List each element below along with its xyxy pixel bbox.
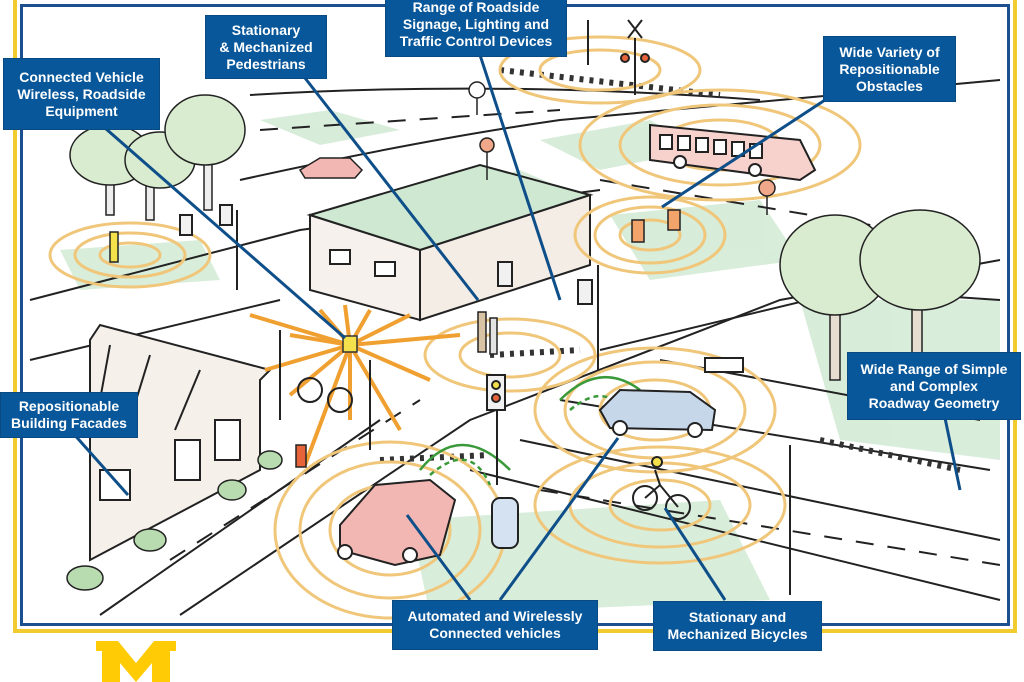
- callout-obstacles: Wide Variety of Repositionable Obstacles: [823, 36, 956, 102]
- callout-line: Repositionable: [839, 60, 940, 77]
- callout-line: Equipment: [45, 102, 118, 119]
- railroad-crossing: [587, 19, 650, 95]
- callout-line: Pedestrians: [226, 55, 306, 72]
- callout-bicycles: Stationary and Mechanized Bicycles: [653, 601, 822, 651]
- callout-building-facades: Repositionable Building Facades: [0, 392, 138, 438]
- distant-red-car: [298, 157, 364, 179]
- fire-hydrant: [295, 444, 307, 468]
- crosswalk: [379, 67, 961, 473]
- callout-line: Roadway Geometry: [868, 394, 1000, 411]
- callout-line: Connected Vehicle: [19, 68, 144, 85]
- callout-line: and Complex: [890, 377, 978, 394]
- callout-pedestrians: Stationary & Mechanized Pedestrians: [205, 15, 327, 79]
- callout-line: Range of Roadside: [412, 0, 540, 15]
- callout-line: Stationary: [231, 21, 301, 38]
- building: [306, 163, 594, 322]
- callout-roadway-geometry: Wide Range of Simple and Complex Roadway…: [847, 352, 1021, 420]
- callout-connected-vehicle-equipment: Connected Vehicle Wireless, Roadside Equ…: [3, 58, 160, 130]
- barrels: [631, 209, 681, 243]
- building-facades: [89, 323, 272, 562]
- callout-line: Mechanized Bicycles: [667, 626, 808, 642]
- callout-line: Wide Range of Simple: [860, 360, 1008, 377]
- callout-line: Stationary and: [688, 609, 787, 625]
- grass-patch: [260, 110, 400, 145]
- bus: [649, 123, 817, 182]
- shrubs: [66, 450, 283, 591]
- callout-line: Connected vehicles: [429, 625, 561, 641]
- blue-car: [598, 388, 717, 438]
- callout-line: Automated and Wirelessly: [407, 608, 583, 624]
- callout-line: & Mechanized: [219, 38, 313, 55]
- callout-line: Signage, Lighting and: [402, 16, 550, 32]
- bench: [704, 357, 744, 373]
- parked-bicycles: [297, 377, 353, 413]
- roadside-unit: [342, 335, 358, 353]
- callout-automated-vehicles: Automated and Wirelessly Connected vehic…: [392, 600, 598, 650]
- wireless-rays: [249, 304, 461, 466]
- mailbox: [491, 497, 519, 549]
- block-m-logo: [96, 641, 176, 682]
- callout-line: Obstacles: [856, 77, 923, 94]
- callout-line: Building Facades: [11, 415, 127, 431]
- callout-line: Traffic Control Devices: [399, 33, 553, 49]
- callout-line: Repositionable: [18, 398, 120, 414]
- callout-line: Wireless, Roadside: [17, 85, 146, 102]
- callout-roadside-signage: Range of Roadside Signage, Lighting and …: [385, 0, 567, 57]
- callout-line: Wide Variety of: [839, 43, 940, 60]
